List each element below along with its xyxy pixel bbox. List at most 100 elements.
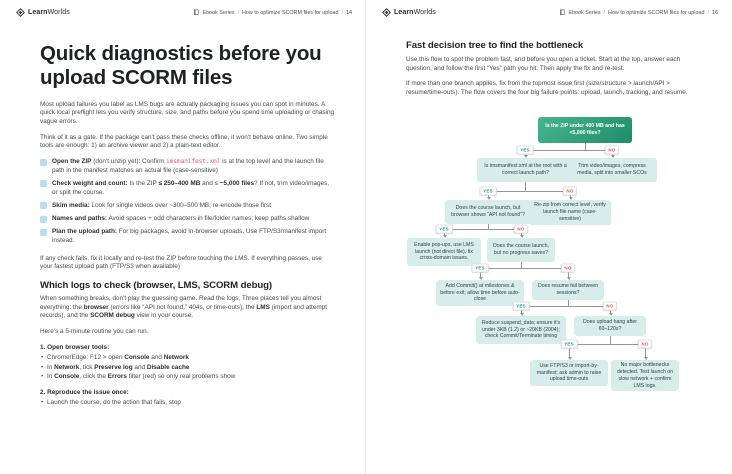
- list-item: Chrome/Edge: F12 > open Console and Netw…: [40, 353, 336, 363]
- rail-line: [521, 306, 610, 307]
- arrow-down-icon: [568, 197, 573, 200]
- checklist-item-text: Check weight and count: Is the ZIP ≤ 250…: [52, 179, 330, 196]
- page-divider: [365, 0, 366, 474]
- flow-action-5: Enable pop-ups, use LMS launch (not dire…: [407, 238, 481, 266]
- breadcrumb-section: Ebook Series: [202, 9, 235, 16]
- arrow-down-icon: [519, 235, 524, 238]
- arrow-down-icon: [610, 155, 615, 158]
- decision-tree-title: Fast decision tree to find the bottlenec…: [406, 40, 584, 51]
- flow-action-4: Re-zip from correct level, verify launch…: [529, 200, 611, 225]
- rail-line: [444, 229, 521, 230]
- ebook-icon: [193, 9, 200, 16]
- step1-bullets: Chrome/Edge: F12 > open Console and Netw…: [40, 353, 336, 382]
- checkbox-icon[interactable]: [40, 215, 47, 223]
- flow-question-3: Does the course launch, but browser show…: [445, 200, 531, 224]
- flow-question-6: Does the course launch, but no progress …: [487, 238, 555, 262]
- brand-logo: LearnWorlds: [16, 8, 70, 17]
- step2-bullets: Launch the course, do the action that fa…: [40, 398, 336, 408]
- arrow-down-icon: [486, 197, 491, 200]
- checklist-item-text: Plan the upload path: For big packages, …: [52, 228, 327, 244]
- brand-logo: LearnWorlds: [382, 8, 436, 17]
- no-label: NO: [562, 186, 578, 196]
- flow-start-0: Is the ZIP under 400 MB and has <5,000 f…: [538, 117, 632, 143]
- preflight-checklist: Open the ZIP (don't unzip yet): Confirm …: [40, 158, 336, 246]
- yes-label: YES: [479, 186, 497, 196]
- rail-line: [488, 191, 570, 192]
- checkbox-icon[interactable]: [40, 202, 47, 210]
- list-item: In Network, tick Preserve log and Disabl…: [40, 363, 336, 373]
- yes-label: YES: [516, 145, 534, 155]
- rail-line: [525, 150, 612, 151]
- routine-paragraph: Here's a 5-minute routine you can run.: [40, 328, 149, 336]
- list-item: Launch the course, do the action that fa…: [40, 398, 336, 408]
- intro-paragraph: Most upload failures you label as LMS bu…: [40, 100, 335, 125]
- flow-intro-paragraph: Use this flow to spot the problem fast, …: [406, 56, 681, 72]
- checklist-item-text: Skim media: Look for single videos over …: [52, 201, 272, 209]
- no-label: NO: [560, 263, 576, 273]
- flow-action-12: No major bottlenecks detected. Test laun…: [611, 360, 679, 392]
- logs-paragraph: When something breaks, don't play the gu…: [40, 295, 328, 320]
- yes-label: YES: [512, 301, 530, 311]
- flow-question-8: Does resume fail between sessions?: [532, 280, 604, 300]
- breadcrumb-section: Ebook Series: [568, 9, 601, 16]
- no-label: NO: [513, 224, 529, 234]
- arrow-down-icon: [567, 357, 572, 360]
- learnworlds-logo-icon: [382, 8, 391, 17]
- aline-line: [568, 268, 569, 277]
- list-item: In Console, click the Errors filter (red…: [40, 372, 336, 382]
- page-header: LearnWorlds Ebook Series / How to optimi…: [16, 8, 352, 17]
- page-header: LearnWorlds Ebook Series / How to optimi…: [382, 8, 718, 17]
- aline-line: [480, 268, 481, 277]
- checklist-item: Open the ZIP (don't unzip yet): Confirm …: [40, 158, 336, 175]
- stub-line: [568, 300, 569, 306]
- checklist-item-text: Names and paths: Avoid spaces + odd char…: [52, 215, 310, 223]
- aline-line: [569, 344, 570, 357]
- arrow-down-icon: [643, 357, 648, 360]
- flow-action-7: Add Commit() at milestones & before exit…: [436, 280, 524, 306]
- page-number: 14: [346, 9, 352, 16]
- rail-line: [480, 268, 568, 269]
- gate-paragraph: Think of it as a gate. If the package ca…: [40, 133, 328, 150]
- page-right: LearnWorlds Ebook Series / How to optimi…: [366, 0, 732, 474]
- logs-section-title: Which logs to check (browser, LMS, SCORM…: [40, 280, 272, 292]
- checklist-item: Skim media: Look for single videos over …: [40, 202, 336, 211]
- breadcrumb: Ebook Series / How to optimize SCORM fil…: [559, 9, 718, 16]
- right-page-content: Fast decision tree to find the bottlenec…: [406, 40, 700, 105]
- rail-line: [569, 344, 645, 345]
- breadcrumb-title: How to optimize SCORM files for upload: [608, 9, 705, 16]
- page-title: Quick diagnostics before you upload SCOR…: [40, 42, 322, 89]
- checklist-item: Check weight and count: Is the ZIP ≤ 250…: [40, 180, 336, 197]
- step2-heading: 2. Reproduce the issue once:: [40, 388, 129, 396]
- flow-action-11: Use FTP/S3 or import-by-manifest; ask ad…: [530, 360, 608, 386]
- stub-line: [488, 224, 489, 229]
- checkbox-icon[interactable]: [40, 180, 47, 188]
- flow-order-paragraph: If more than one branch applies, fix fro…: [406, 80, 688, 97]
- fail-note-paragraph: If any check fails, fix it locally and r…: [40, 254, 322, 271]
- arrow-down-icon: [442, 235, 447, 238]
- flow-question-10: Does upload hang after 60–120s?: [574, 316, 646, 336]
- yes-label: YES: [560, 339, 578, 349]
- no-label: NO: [637, 339, 653, 349]
- checkbox-icon[interactable]: [40, 158, 47, 166]
- stub-line: [525, 182, 526, 191]
- no-label: NO: [604, 145, 620, 155]
- checkbox-icon[interactable]: [40, 228, 47, 236]
- aline-line: [645, 344, 646, 357]
- yes-label: YES: [471, 263, 489, 273]
- checklist-item-text: Open the ZIP (don't unzip yet): Confirm …: [52, 158, 324, 174]
- page-number: 16: [712, 9, 718, 16]
- checklist-item: Plan the upload path: For big packages, …: [40, 228, 336, 245]
- arrow-down-icon: [519, 313, 524, 316]
- learnworlds-logo-icon: [16, 8, 25, 17]
- ebook-icon: [559, 9, 566, 16]
- page-left: LearnWorlds Ebook Series / How to optimi…: [0, 0, 366, 474]
- stub-line: [610, 336, 611, 344]
- breadcrumb-title: How to optimize SCORM files for upload: [242, 9, 339, 16]
- decision-tree-flowchart: Is the ZIP under 400 MB and has <5,000 f…: [366, 112, 732, 412]
- arrow-down-icon: [523, 155, 528, 158]
- brand-name: LearnWorlds: [28, 9, 70, 16]
- stub-line: [585, 143, 586, 150]
- step1-heading: 1. Open browser tools:: [40, 343, 110, 351]
- arrow-down-icon: [566, 277, 571, 280]
- flow-action-2: Trim video/images, compress media, split…: [567, 158, 657, 182]
